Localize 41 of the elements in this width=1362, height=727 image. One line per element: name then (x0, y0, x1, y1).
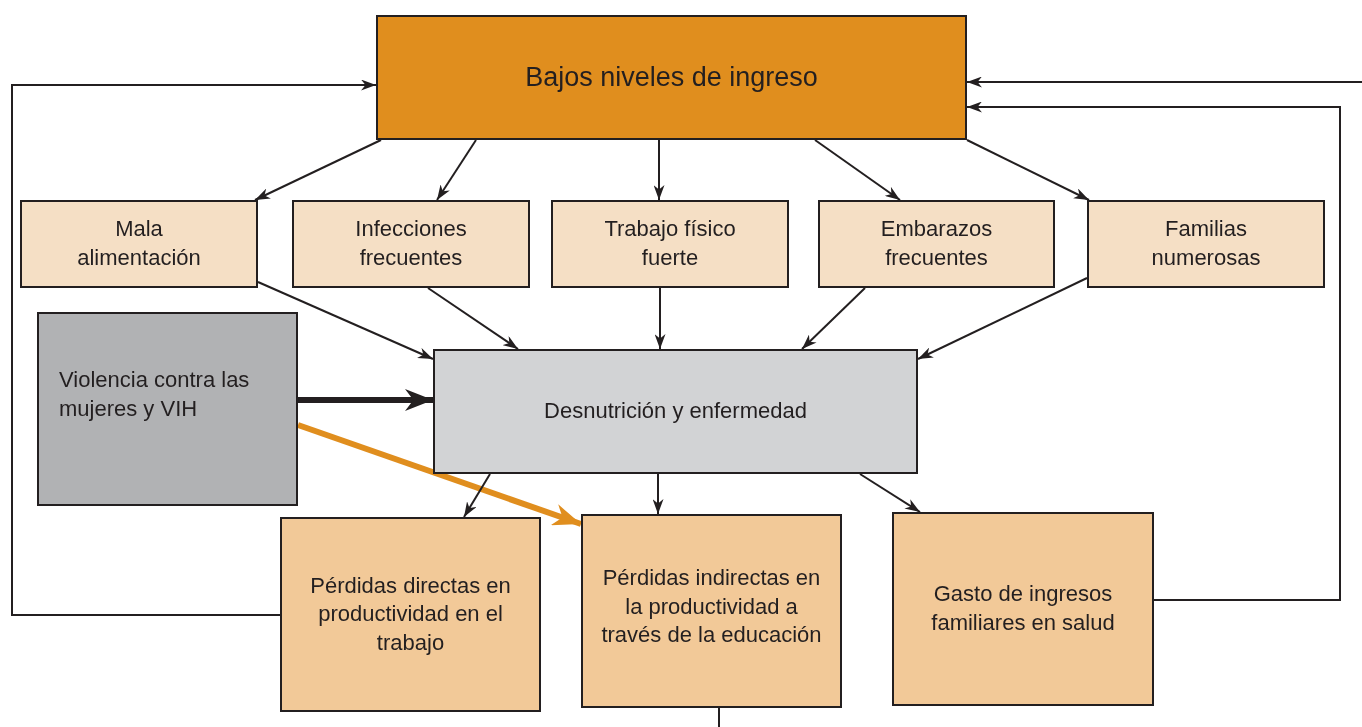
node-text: Violencia contra las mujeres y VIH (59, 366, 251, 423)
arrow (653, 139, 665, 201)
arrow (652, 473, 664, 515)
arrow (966, 139, 1090, 201)
arrow (917, 277, 1088, 360)
node-text: Familias numerosas (1150, 215, 1262, 272)
arrow (257, 281, 434, 360)
factor-box (292, 200, 530, 288)
arrow (801, 287, 866, 350)
arrow (966, 76, 1362, 88)
arrow (427, 287, 519, 350)
node-text: Gasto de ingresos familiares en salud (930, 580, 1116, 637)
node-text: Pérdidas indirectas en la productividad a través de la educación (600, 564, 823, 650)
malnutrition-box (433, 349, 918, 474)
arrow (254, 139, 382, 201)
arrow (298, 389, 433, 411)
arrow (463, 473, 491, 518)
arrow (654, 287, 666, 350)
arrow (966, 101, 1341, 601)
arrow (859, 473, 921, 513)
node-text: Embarazos frecuentes (879, 215, 994, 272)
income-box (376, 15, 967, 140)
node-text: Trabajo físico fuerte (603, 215, 737, 272)
node-text: Infecciones frecuentes (354, 215, 468, 272)
node-text: Mala alimentación (76, 215, 202, 272)
factor-box (1087, 200, 1325, 288)
arrow (11, 79, 377, 616)
loss-box (280, 517, 541, 712)
connector-line (718, 707, 720, 727)
violence-box (37, 312, 298, 506)
arrow (436, 139, 477, 201)
arrow (297, 422, 582, 527)
factor-box (20, 200, 258, 288)
expense-box (892, 512, 1154, 706)
node-text: Desnutrición y enfermedad (544, 397, 807, 426)
factor-box (551, 200, 789, 288)
loss-box (581, 514, 842, 708)
node-text: Pérdidas directas en productividad en el trabajo (309, 571, 512, 657)
arrow (814, 139, 901, 201)
factor-box (818, 200, 1055, 288)
node-text: Bajos niveles de ingreso (525, 60, 818, 94)
